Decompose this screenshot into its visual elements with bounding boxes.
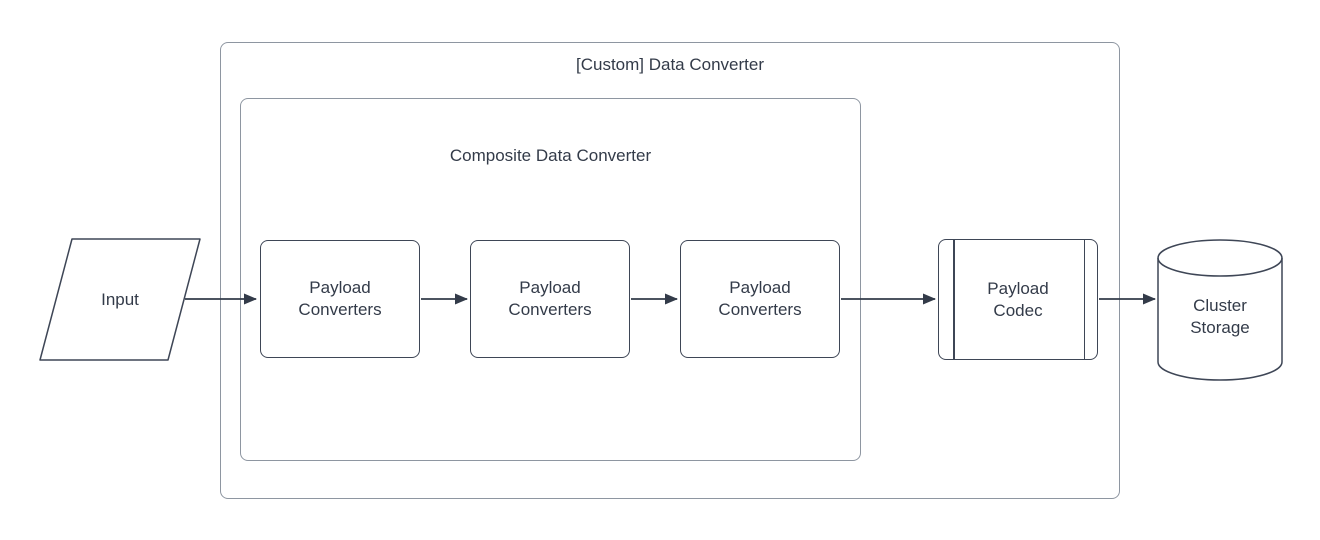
- input-node-shape: [39, 238, 201, 361]
- cluster-storage-cylinder-lip: [1157, 257, 1283, 277]
- cluster-storage-node-shape: [1157, 239, 1283, 381]
- composite-data-converter-container: Composite Data Converter: [240, 98, 861, 461]
- payload-converters-label-1: Payload Converters: [298, 278, 382, 319]
- custom-data-converter-container: [Custom] Data Converter: [220, 42, 1120, 499]
- payload-converters-node-3: Payload Converters: [680, 240, 840, 358]
- input-node: Input: [40, 239, 200, 360]
- composite-data-converter-title: Composite Data Converter: [449, 146, 652, 165]
- cluster-storage-node: Cluster Storage: [1158, 262, 1282, 372]
- payload-codec-node: Payload Codec: [938, 239, 1098, 360]
- payload-converters-label-3: Payload Converters: [718, 278, 802, 319]
- payload-converters-label-2: Payload Converters: [508, 278, 592, 319]
- payload-codec-inner-line-right: [1083, 240, 1085, 359]
- payload-codec-label: Payload Codec: [987, 278, 1049, 320]
- payload-converters-node-2: Payload Converters: [470, 240, 630, 358]
- payload-converters-node-1: Payload Converters: [260, 240, 420, 358]
- cluster-storage-label: Cluster Storage: [1190, 296, 1250, 337]
- input-node-label: Input: [101, 289, 139, 309]
- custom-data-converter-title: [Custom] Data Converter: [575, 55, 764, 74]
- payload-codec-inner-line-left: [953, 240, 955, 359]
